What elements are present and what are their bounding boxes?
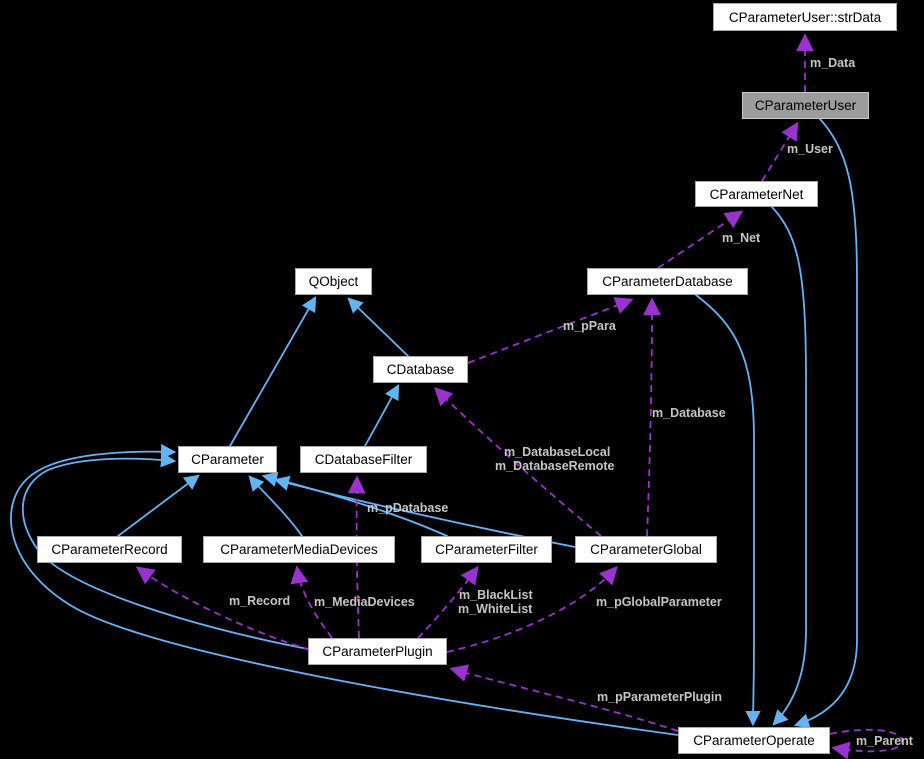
edge-operate-mparent-self — [829, 728, 903, 759]
edge-label-m-mediadevices: m_MediaDevices — [314, 595, 415, 609]
node-cparameteruser-strdata[interactable]: CParameterUser::strData — [713, 3, 897, 31]
node-cparametermediadevices[interactable]: CParameterMediaDevices — [203, 536, 395, 563]
edge-label-m-parent: m_Parent — [856, 734, 914, 748]
edge-label-m-record: m_Record — [229, 594, 290, 608]
edge-label-m-pglobalparameter: m_pGlobalParameter — [596, 595, 722, 609]
edge-label-m-data: m_Data — [810, 56, 856, 70]
edge-cdatabasefilter-inherits-cdatabase — [364, 383, 400, 447]
edge-database-inherits-operate — [695, 294, 761, 727]
edge-operate-mpparameterplugin-plugin — [449, 664, 679, 732]
edge-net-inherits-operate — [771, 206, 807, 726]
edge-database-mnet-net — [657, 210, 744, 269]
node-cparameternet[interactable]: CParameterNet — [695, 181, 818, 207]
edge-plugin-mpglobalparameter-global — [446, 566, 618, 653]
edge-global-mdatabase-database — [642, 297, 661, 537]
edge-label-m-pdatabase: m_pDatabase — [367, 501, 448, 515]
edge-operate-inherits-cparameter — [10, 443, 679, 736]
node-cparameteruser-current: CParameterUser — [742, 92, 869, 119]
edge-cdatabase-mppara-database — [467, 297, 634, 364]
node-cparameter[interactable]: CParameter — [178, 446, 277, 473]
edge-label-m-user: m_User — [787, 142, 833, 156]
edge-cparameter-inherits-qobject — [229, 296, 317, 447]
edge-label-m-databaseremote: m_DatabaseRemote — [495, 459, 615, 473]
edge-label-m-pparameterplugin: m_pParameterPlugin — [597, 690, 722, 704]
node-cdatabasefilter[interactable]: CDatabaseFilter — [300, 446, 427, 473]
edge-plugin-inherits-cparameter — [21, 452, 309, 650]
edge-label-m-ppara: m_pPara — [563, 319, 617, 333]
node-qobject[interactable]: QObject — [295, 268, 372, 295]
edge-plugin-mrecord-record — [135, 566, 311, 651]
edge-mediadevices-inherits-cparameter — [248, 475, 303, 537]
edge-label-m-database: m_Database — [652, 406, 726, 420]
node-cparameteroperate[interactable]: CParameterOperate — [678, 727, 830, 754]
edge-label-m-databaselocal: m_DatabaseLocal — [504, 445, 610, 459]
node-cparameterglobal[interactable]: CParameterGlobal — [575, 536, 717, 563]
node-cparameterplugin[interactable]: CParameterPlugin — [308, 638, 447, 665]
node-cparameterdatabase[interactable]: CParameterDatabase — [587, 268, 748, 295]
edge-record-inherits-cparameter — [117, 474, 200, 537]
node-cdatabase[interactable]: CDatabase — [373, 356, 468, 383]
edge-plugin-mpdatabase-dbfilter — [347, 475, 366, 639]
edge-user-inherits-operate — [793, 118, 858, 729]
edge-global-mdatabaselocalremote-cdatabase — [434, 387, 602, 537]
edge-plugin-mmediadevices-media — [290, 565, 333, 639]
edge-label-m-net: m_Net — [722, 231, 761, 245]
node-cparameterrecord[interactable]: CParameterRecord — [37, 536, 182, 563]
edge-cdatabase-inherits-qobject — [347, 297, 409, 357]
edge-label-m-whitelist: m_WhiteList — [458, 602, 533, 616]
node-cparameterfilter[interactable]: CParameterFilter — [421, 536, 552, 563]
edge-label-m-blacklist: m_BlackList — [459, 588, 533, 602]
